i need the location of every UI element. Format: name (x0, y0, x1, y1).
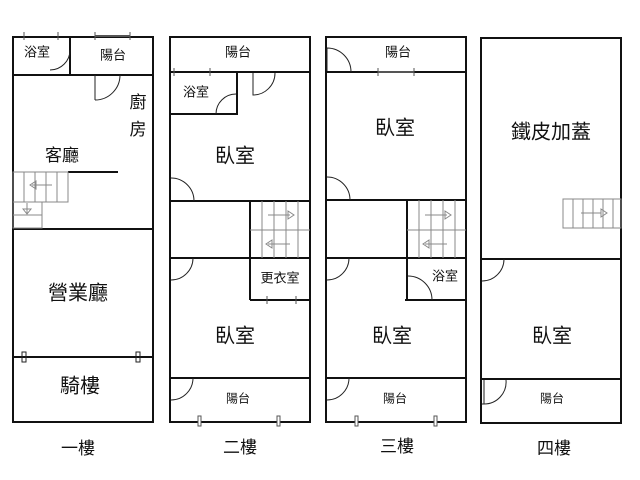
room-label-bedroom: 臥室 (375, 116, 415, 140)
door-swing (407, 275, 433, 301)
door-swing (326, 47, 352, 73)
room-label-balcony: 陽台 (540, 391, 564, 406)
staircase (12, 171, 69, 229)
room-label-balcony: 陽台 (383, 391, 407, 406)
floor-3-plan: 陽台 臥室 浴室 臥室 陽台 三樓 (325, 36, 467, 457)
door-swing (170, 257, 194, 281)
room-label-living-room: 客廳 (45, 146, 79, 166)
door-swing (326, 176, 351, 201)
door-swing (481, 258, 505, 282)
door-swing (49, 49, 71, 71)
staircase (407, 200, 466, 258)
door-swing (170, 177, 195, 202)
floor-label-1: 一樓 (61, 439, 95, 459)
staircase (562, 198, 622, 229)
room-label-kitchen: 房 (130, 120, 147, 140)
staircase (250, 201, 310, 258)
room-label-bedroom: 臥室 (215, 144, 255, 168)
room-label-balcony: 陽台 (100, 49, 126, 64)
door-swing (215, 93, 237, 115)
room-label-business-hall: 營業廳 (48, 281, 108, 305)
bath-wall (170, 72, 238, 115)
door-swing (94, 74, 121, 101)
door-swing (482, 379, 507, 405)
room-label-bath: 浴室 (183, 85, 209, 101)
door-swing (252, 72, 276, 96)
floor-2-plan: 陽台 浴室 臥室 更衣室 臥室 陽台 二樓 (169, 36, 311, 458)
floor-4-outline (480, 37, 622, 424)
door-swing (326, 257, 350, 281)
floor-label-4: 四樓 (537, 439, 571, 459)
room-label-rooftop-addition: 鐵皮加蓋 (511, 120, 591, 144)
room-label-bedroom: 臥室 (215, 324, 255, 348)
room-label-balcony: 陽台 (225, 46, 251, 61)
floor-label-2: 二樓 (223, 438, 257, 458)
room-label-bedroom: 臥室 (372, 324, 412, 348)
room-label-bath: 浴室 (24, 45, 50, 61)
window-mark (354, 68, 438, 427)
room-label-bath: 浴室 (432, 269, 458, 285)
room-label-arcade: 騎樓 (60, 374, 100, 398)
floor-4-plan: 鐵皮加蓋 臥室 陽台 四樓 (480, 37, 622, 459)
room-label-kitchen: 廚 (130, 92, 147, 113)
room-label-bedroom: 臥室 (532, 324, 572, 348)
door-swing (326, 377, 350, 401)
room-label-balcony: 陽台 (226, 391, 250, 406)
window-mark (173, 68, 297, 427)
window-top (23, 32, 131, 40)
window-mark (135, 351, 141, 363)
door-swing (170, 377, 194, 401)
room-label-closet: 更衣室 (260, 271, 299, 287)
room-label-balcony: 陽台 (385, 46, 411, 61)
floor-1-plan: 浴室 陽台 廚 房 客廳 營業廳 騎樓 一樓 (12, 32, 154, 459)
floor-label-3: 三樓 (380, 437, 414, 457)
window-mark (21, 351, 27, 363)
